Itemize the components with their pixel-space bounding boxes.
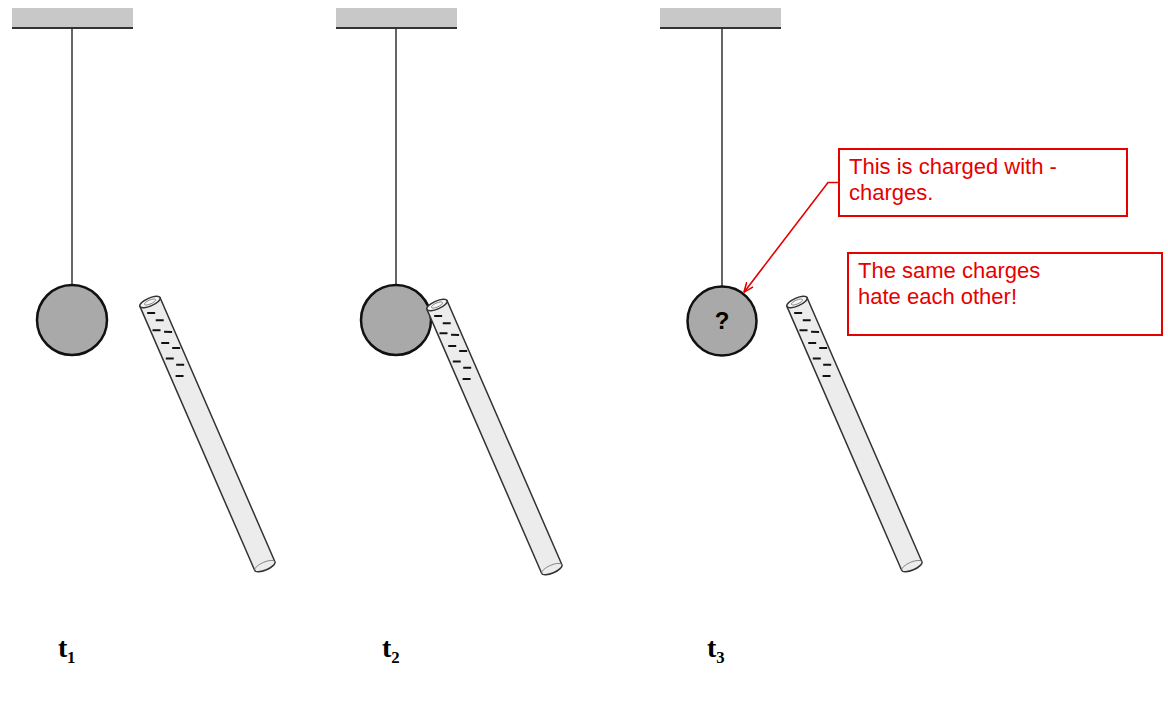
time-label: t₁ bbox=[58, 632, 76, 664]
pith-ball: ? bbox=[686, 285, 758, 357]
callout-box: This is charged with - charges. bbox=[838, 148, 1128, 217]
unknown-charge-mark: ? bbox=[715, 307, 730, 335]
pith-ball bbox=[37, 285, 431, 355]
charged-rod bbox=[138, 294, 923, 577]
time-label: t₂ bbox=[382, 632, 400, 664]
callout-box: The same charges hate each other! bbox=[847, 252, 1163, 336]
callout-text: The same charges hate each other! bbox=[858, 258, 1073, 311]
string bbox=[72, 28, 722, 290]
callout-text: This is charged with - charges. bbox=[849, 154, 1064, 207]
time-label: t₃ bbox=[707, 632, 725, 664]
leader-arrow bbox=[744, 183, 838, 293]
ceiling bbox=[12, 8, 781, 28]
